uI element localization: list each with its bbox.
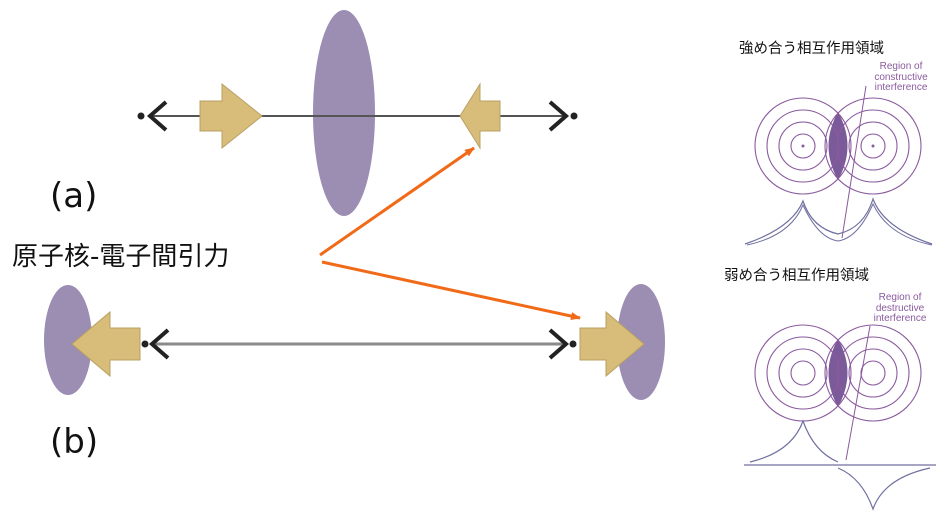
diagram-a [137,10,578,216]
constructive-overlap-region [828,112,848,180]
constructive-region-text: Region of constructive interference [866,61,936,94]
electron-cloud-a [313,10,375,216]
destructive-region-line: destructive [875,302,925,314]
destructive-wave-lower [837,467,931,511]
destructive-region-text: Region of destructive interference [866,292,934,325]
nucleus-a-left [137,100,168,132]
diagram-b [44,284,665,400]
attraction-pointers [319,146,581,320]
constructive-wave [744,197,933,245]
destructive-title: 弱め合う相互作用領域 [724,268,869,284]
electron-cloud-b-left [44,285,92,395]
nucleus-a-right [548,100,578,132]
destructive-region-line: interference [873,313,927,324]
attraction-label: 原子核-電子間引力 [12,242,230,272]
constructive-region-line: constructive [874,71,928,83]
destructive-interference-figure [733,290,939,512]
force-arrow-b-left [71,310,141,378]
nucleus-b-right [548,328,577,360]
constructive-title: 強め合う相互作用領域 [739,41,884,57]
label-a: (a) [50,176,98,216]
force-arrow-a-right [199,82,263,150]
force-arrow-b-right [579,310,645,378]
constructive-region-line: interference [874,82,928,93]
constructive-interference-figure [733,62,939,247]
label-b: (b) [50,422,99,462]
constructive-region-line: Region of [879,61,923,72]
pointer-to-b [321,260,581,320]
destructive-region-line: Region of [878,292,922,303]
nucleus-b-left [141,328,170,360]
pointer-to-a [319,146,475,257]
force-arrow-a-left [459,82,501,150]
destructive-wave-upper [749,419,839,463]
destructive-overlap-region [828,339,848,407]
